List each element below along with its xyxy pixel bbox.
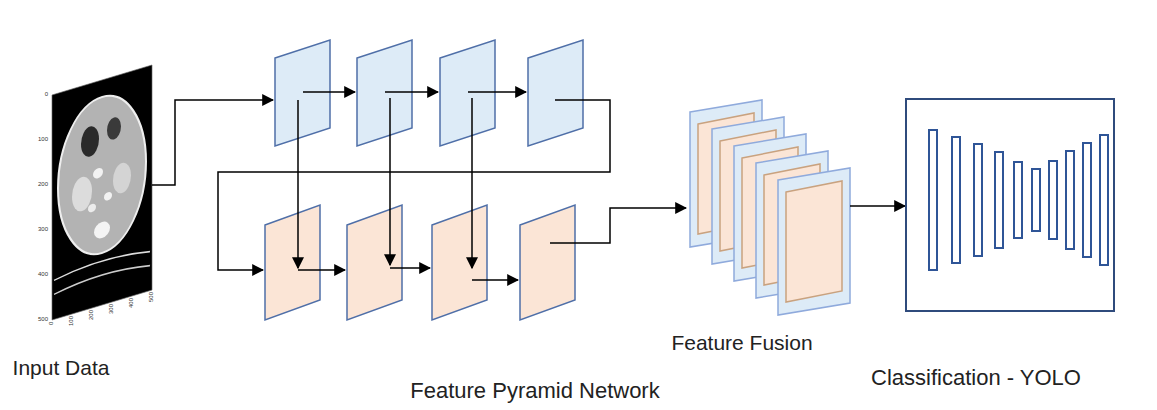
- ct-table: [54, 261, 150, 295]
- flow-arrow: [390, 267, 430, 269]
- ct-background: [52, 65, 152, 320]
- feature-map: [528, 40, 583, 146]
- network-layer: [952, 137, 960, 263]
- axis-tick: 300: [38, 226, 48, 233]
- flow-arrow: [298, 269, 345, 271]
- network-layer: [1014, 162, 1022, 238]
- lateral-arrow: [297, 100, 299, 268]
- ct-body: [58, 84, 146, 266]
- axis-tick: 400: [128, 298, 135, 308]
- lateral-arrow: [471, 98, 473, 268]
- node-label: Feature Fusion: [671, 330, 812, 355]
- feature-map: [440, 40, 495, 146]
- ct-organ: [88, 203, 96, 213]
- loop-arrow: [218, 100, 610, 270]
- ct-image: [52, 65, 152, 320]
- network-layer: [974, 144, 982, 256]
- output-arrow: [550, 208, 686, 243]
- classifier-box: Classification - YOLO: [905, 98, 1115, 312]
- ct-organ: [81, 124, 99, 159]
- axis-tick: 0: [48, 322, 55, 325]
- fusion-layer: [778, 168, 850, 315]
- axis-tick: 500: [38, 316, 48, 323]
- network-layer: [1083, 143, 1091, 257]
- ct-organ: [107, 115, 121, 141]
- flow-arrow: [303, 91, 355, 93]
- input-image: Input Data: [40, 60, 158, 325]
- ct-spine: [94, 220, 110, 241]
- flow-arrow: [385, 91, 438, 93]
- axis-tick: 500: [148, 292, 155, 302]
- network-layer: [929, 130, 937, 270]
- axis-tick: 200: [38, 181, 48, 188]
- axis-tick: 200: [88, 310, 95, 320]
- network-layer: [1066, 151, 1074, 249]
- axis-tick: 0: [45, 91, 48, 98]
- flow-arrow: [472, 279, 518, 281]
- ct-organ: [93, 167, 103, 180]
- network-layer: [995, 152, 1003, 248]
- axis-tick: 100: [68, 316, 75, 326]
- fusion-stack: Feature Fusion: [690, 100, 850, 315]
- axis-tick: 300: [108, 304, 115, 314]
- flow-arrow: [850, 205, 905, 207]
- network-layer: [1032, 169, 1040, 231]
- axis-tick: 400: [38, 271, 48, 278]
- feature-map: [357, 40, 412, 146]
- network-layer: [1100, 135, 1108, 265]
- network-layer: [1049, 161, 1057, 239]
- ct-organ: [104, 191, 112, 201]
- pyramid-map: [347, 205, 402, 320]
- fusion-inner: [786, 181, 842, 302]
- section-title: Feature Pyramid Network: [410, 378, 659, 404]
- ct-organ: [113, 160, 131, 195]
- pyramid-map: [520, 205, 575, 320]
- axis-tick: 100: [38, 136, 48, 143]
- node-label: Classification - YOLO: [871, 365, 1081, 391]
- node-label: Input Data: [13, 355, 110, 380]
- feature-map: [275, 40, 330, 146]
- lateral-arrow: [389, 98, 391, 265]
- pyramid-map: [265, 205, 320, 320]
- pyramid-map: [432, 205, 487, 320]
- flow-arrow: [468, 91, 526, 93]
